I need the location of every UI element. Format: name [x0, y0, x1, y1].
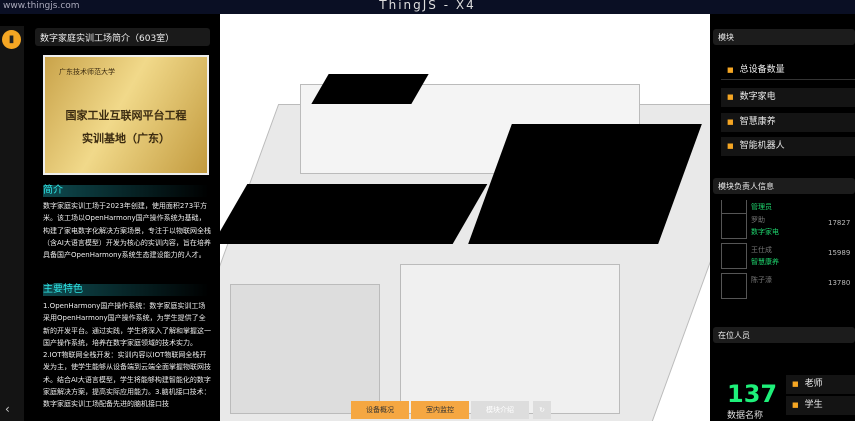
module-intro-button[interactable]: 模块介绍 — [471, 401, 529, 419]
owner-phone: 17827 — [828, 219, 851, 227]
school-logo: 广东技术师范大学 — [59, 68, 115, 76]
avatar — [721, 243, 747, 269]
owner-role: 管理员 — [751, 203, 772, 211]
total-count: 137 — [727, 380, 778, 408]
features-text[interactable]: 1.OpenHarmony国产操作系统：数字家庭实训工场采用OpenHarmon… — [43, 302, 211, 409]
modules-heading: 模块 — [713, 29, 855, 45]
module-label: 智慧康养 — [739, 117, 776, 127]
owner-role: 数字家电 — [751, 228, 779, 236]
plaque-line1: 国家工业互联网平台工程 — [65, 109, 187, 122]
owner-phone: 13780 — [828, 279, 851, 287]
module-label: 数字家电 — [739, 92, 776, 102]
owners-heading: 模块负责人信息 — [713, 178, 855, 194]
site-url[interactable]: www.thingjs.com — [3, 1, 80, 11]
staff-label: 老师 — [804, 379, 823, 389]
owner-role: 智慧康养 — [751, 258, 779, 266]
features-heading: 主要特色 — [43, 284, 209, 296]
staff-label: 学生 — [804, 400, 823, 410]
plaque-image: 广东技术师范大学 国家工业互联网平台工程 实训基地（广东） — [43, 55, 209, 175]
module-item[interactable]: ■智慧康养 — [721, 113, 855, 132]
owner-item: 管理员 — [721, 200, 855, 214]
owner-name: 陈子濠 — [751, 276, 772, 284]
staff-item: ■学生 — [786, 396, 855, 415]
collapse-chevron-icon[interactable]: ‹ — [5, 402, 10, 416]
staff-heading: 在位人员 — [713, 327, 855, 343]
building-icon[interactable]: ▮ — [2, 30, 21, 49]
module-label: 智能机器人 — [739, 141, 785, 151]
left-toolbar — [0, 26, 24, 421]
module-item[interactable]: ■数字家电 — [721, 88, 855, 107]
staff-item: ■老师 — [786, 375, 855, 394]
indoor-monitor-button[interactable]: 室内监控 — [411, 401, 469, 419]
app-title: ThingJS - X4 — [379, 0, 476, 12]
panel-title: 数字家庭实训工场简介（603室） — [35, 28, 210, 46]
module-item[interactable]: ■智能机器人 — [721, 137, 855, 156]
owner-item: 陈子濠 13780 — [721, 273, 855, 299]
module-item[interactable]: ■总设备数量 — [721, 61, 855, 80]
top-bar: www.thingjs.com ThingJS - X4 — [0, 0, 855, 14]
intro-text: 数字家庭实训工场于2023年创建，使用面积273平方米。该工场以OpenHarm… — [43, 202, 211, 260]
plaque-line2: 实训基地（广东） — [82, 132, 170, 145]
avatar — [721, 273, 747, 299]
avatar — [721, 213, 747, 239]
avatar — [721, 200, 747, 214]
device-overview-button[interactable]: 设备概况 — [351, 401, 409, 419]
total-label: 数据名称 — [727, 411, 764, 421]
owner-name: 王仕成 — [751, 246, 772, 254]
owners-list[interactable]: 管理员 罗助数字家电 17827 王仕成智慧康养 15989 陈子濠 13780 — [721, 200, 855, 301]
intro-heading: 简介 — [43, 185, 209, 197]
owner-item: 王仕成智慧康养 15989 — [721, 243, 855, 269]
owner-item: 罗助数字家电 17827 — [721, 213, 855, 239]
owner-name: 罗助 — [751, 216, 765, 224]
3d-scene[interactable] — [220, 14, 710, 421]
module-label: 总设备数量 — [739, 65, 785, 75]
refresh-icon[interactable]: ↻ — [533, 401, 551, 419]
owner-phone: 15989 — [828, 249, 851, 257]
